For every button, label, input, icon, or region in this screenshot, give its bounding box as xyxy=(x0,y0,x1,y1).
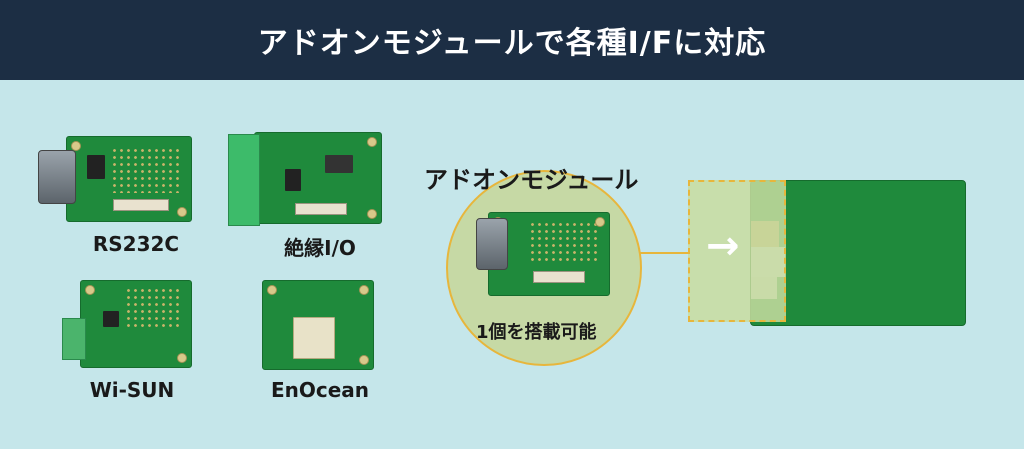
enocean-board-image xyxy=(262,280,374,370)
terminal-block-image xyxy=(228,134,260,226)
enocean-connector-image xyxy=(244,316,266,346)
wisun-antenna-image xyxy=(62,318,86,360)
arrow-right-icon: → xyxy=(706,223,740,269)
module-isolated-io: 絶縁I/O xyxy=(228,132,388,260)
addon-caption: 1個を搭載可能 xyxy=(476,322,597,343)
addon-board-image xyxy=(488,212,610,296)
header-banner: アドオンモジュールで各種I/Fに対応 xyxy=(0,0,1024,80)
module-label-isolated-io: 絶縁I/O xyxy=(284,236,356,260)
page-title: アドオンモジュールで各種I/Fに対応 xyxy=(257,26,767,61)
module-wisun: Wi-SUN xyxy=(46,280,206,404)
rs232c-board-image xyxy=(66,136,192,222)
callout-line xyxy=(640,252,688,254)
module-rs232c: RS232C xyxy=(38,136,198,256)
addon-title: アドオンモジュール xyxy=(424,166,639,194)
main-board-image xyxy=(750,180,966,326)
addon-dsub-image xyxy=(476,218,508,270)
module-enocean: EnOcean xyxy=(240,280,400,404)
module-label-enocean: EnOcean xyxy=(270,378,370,402)
dsub-connector-image xyxy=(38,150,76,204)
addon-slot-highlight xyxy=(688,180,786,322)
isolated-io-board-image xyxy=(254,132,382,224)
module-label-rs232c: RS232C xyxy=(92,232,180,256)
addon-highlight-circle xyxy=(446,170,642,366)
wisun-board-image xyxy=(80,280,192,368)
module-label-wisun: Wi-SUN xyxy=(89,378,175,402)
